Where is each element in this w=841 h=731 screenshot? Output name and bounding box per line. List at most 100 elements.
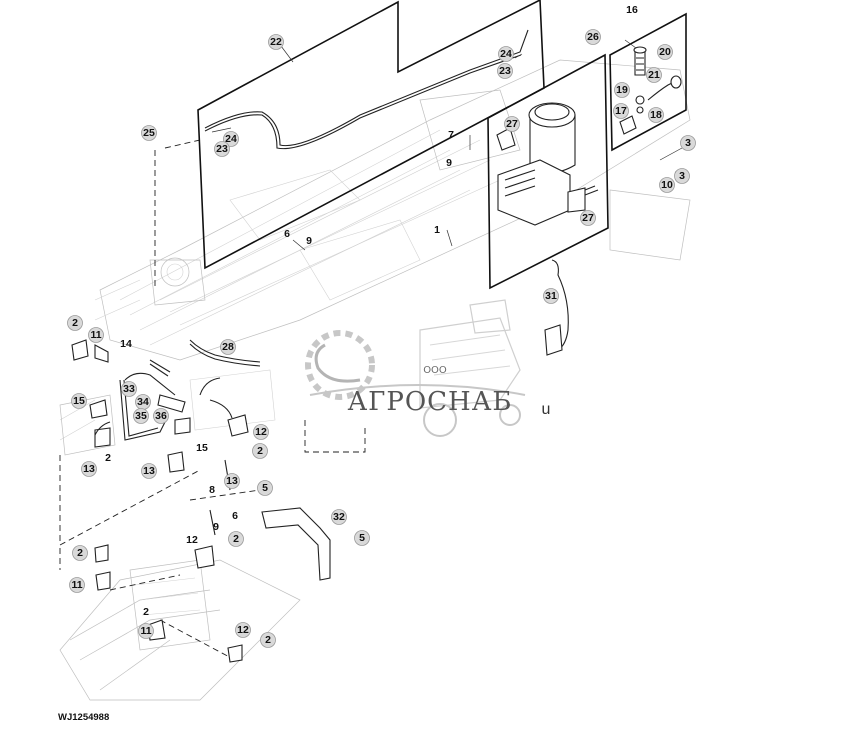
callout-bubble [138, 623, 154, 639]
callout-16: 16 [626, 4, 638, 16]
watermark-prefix: ООО [423, 365, 447, 376]
callout-bubble [614, 82, 630, 98]
callout-number: 9 [213, 521, 219, 533]
callout-bubble [141, 125, 157, 141]
callout-3: 3 [674, 168, 690, 184]
callout-bubble [680, 135, 696, 151]
callout-number: 11 [71, 579, 82, 591]
callout-bubble [648, 107, 664, 123]
callout-11: 11 [138, 623, 154, 639]
callout-2: 2 [260, 632, 276, 648]
callout-bubble [543, 288, 559, 304]
callout-bubble [228, 531, 244, 547]
callout-14: 14 [120, 338, 132, 350]
callout-22: 22 [268, 34, 284, 50]
callout-7: 7 [448, 129, 454, 141]
callout-number: 2 [77, 547, 83, 559]
callout-bubble [69, 577, 85, 593]
callout-3: 3 [680, 135, 696, 151]
callout-bubble [657, 44, 673, 60]
callout-number: 2 [143, 606, 149, 618]
callout-number: 5 [359, 532, 365, 544]
callout-number: 13 [83, 463, 95, 475]
callout-number: 18 [650, 109, 662, 121]
callout-11: 11 [69, 577, 85, 593]
callout-bubble [141, 463, 157, 479]
callout-number: 24 [225, 133, 237, 145]
figure-reference: WJ1254988 [58, 712, 110, 723]
callout-number: 20 [659, 46, 671, 58]
callout-number: 31 [545, 290, 557, 302]
callout-number: 28 [222, 341, 234, 353]
callout-number: 6 [284, 228, 290, 240]
callout-bubble [497, 63, 513, 79]
callout-36: 36 [153, 408, 169, 424]
callout-number: 35 [135, 410, 147, 422]
callout-bubble [354, 530, 370, 546]
watermark-brand: АГРОСНАБ [347, 387, 512, 417]
callout-2: 2 [228, 531, 244, 547]
callout-2: 2 [143, 606, 149, 618]
callout-10: 10 [659, 177, 675, 193]
callout-number: 9 [446, 157, 452, 169]
callout-bubble [504, 116, 520, 132]
callout-28: 28 [220, 339, 236, 355]
callout-32: 32 [331, 509, 347, 525]
callout-bubble [67, 315, 83, 331]
callout-bubble [235, 622, 251, 638]
callout-number: 2 [233, 533, 239, 545]
callout-number: 21 [648, 69, 660, 81]
callout-number: 15 [73, 395, 85, 407]
callout-35: 35 [133, 408, 149, 424]
callout-31: 31 [543, 288, 559, 304]
callout-number: 2 [105, 452, 111, 464]
background-machine-outline [59, 59, 691, 701]
callout-2: 2 [67, 315, 83, 331]
callout-number: 25 [143, 127, 155, 139]
callout-5: 5 [354, 530, 370, 546]
callout-9: 9 [213, 521, 219, 533]
callout-5: 5 [257, 480, 273, 496]
callout-12: 12 [186, 534, 198, 546]
callout-number: 24 [500, 48, 512, 60]
callout-15: 15 [196, 442, 208, 454]
callout-number: 14 [120, 338, 132, 350]
callout-12: 12 [235, 622, 251, 638]
callout-number: 26 [587, 31, 599, 43]
callout-number: 23 [499, 65, 511, 77]
callout-number: 23 [216, 143, 228, 155]
callout-number: 3 [679, 170, 685, 182]
callout-number: 11 [90, 329, 101, 341]
callout-19: 19 [614, 82, 630, 98]
callout-25: 25 [141, 125, 157, 141]
hydraulic-parts [71, 339, 331, 663]
callout-6: 6 [284, 228, 290, 240]
callout-bubble [257, 480, 273, 496]
callout-17: 17 [613, 103, 629, 119]
callout-13: 13 [81, 461, 97, 477]
callout-number: 13 [143, 465, 155, 477]
callout-bubble [659, 177, 675, 193]
callout-bubble [674, 168, 690, 184]
callout-1: 1 [434, 224, 440, 236]
callout-27: 27 [580, 210, 596, 226]
callout-number: 19 [616, 84, 628, 96]
callout-13: 13 [141, 463, 157, 479]
callout-27: 27 [504, 116, 520, 132]
dashed-leader-lines [59, 139, 366, 661]
callout-23: 23 [214, 141, 230, 157]
callout-number: 11 [140, 625, 151, 637]
callout-number: 7 [448, 129, 454, 141]
callout-bubble [224, 473, 240, 489]
callout-24: 24 [223, 131, 239, 147]
callout-2: 2 [72, 545, 88, 561]
callout-bubble [214, 141, 230, 157]
callout-34: 34 [135, 394, 151, 410]
callout-number: 17 [615, 105, 627, 117]
callout-number: 16 [626, 4, 638, 16]
callout-20: 20 [657, 44, 673, 60]
callout-number: 13 [226, 475, 238, 487]
callout-bubble [220, 339, 236, 355]
